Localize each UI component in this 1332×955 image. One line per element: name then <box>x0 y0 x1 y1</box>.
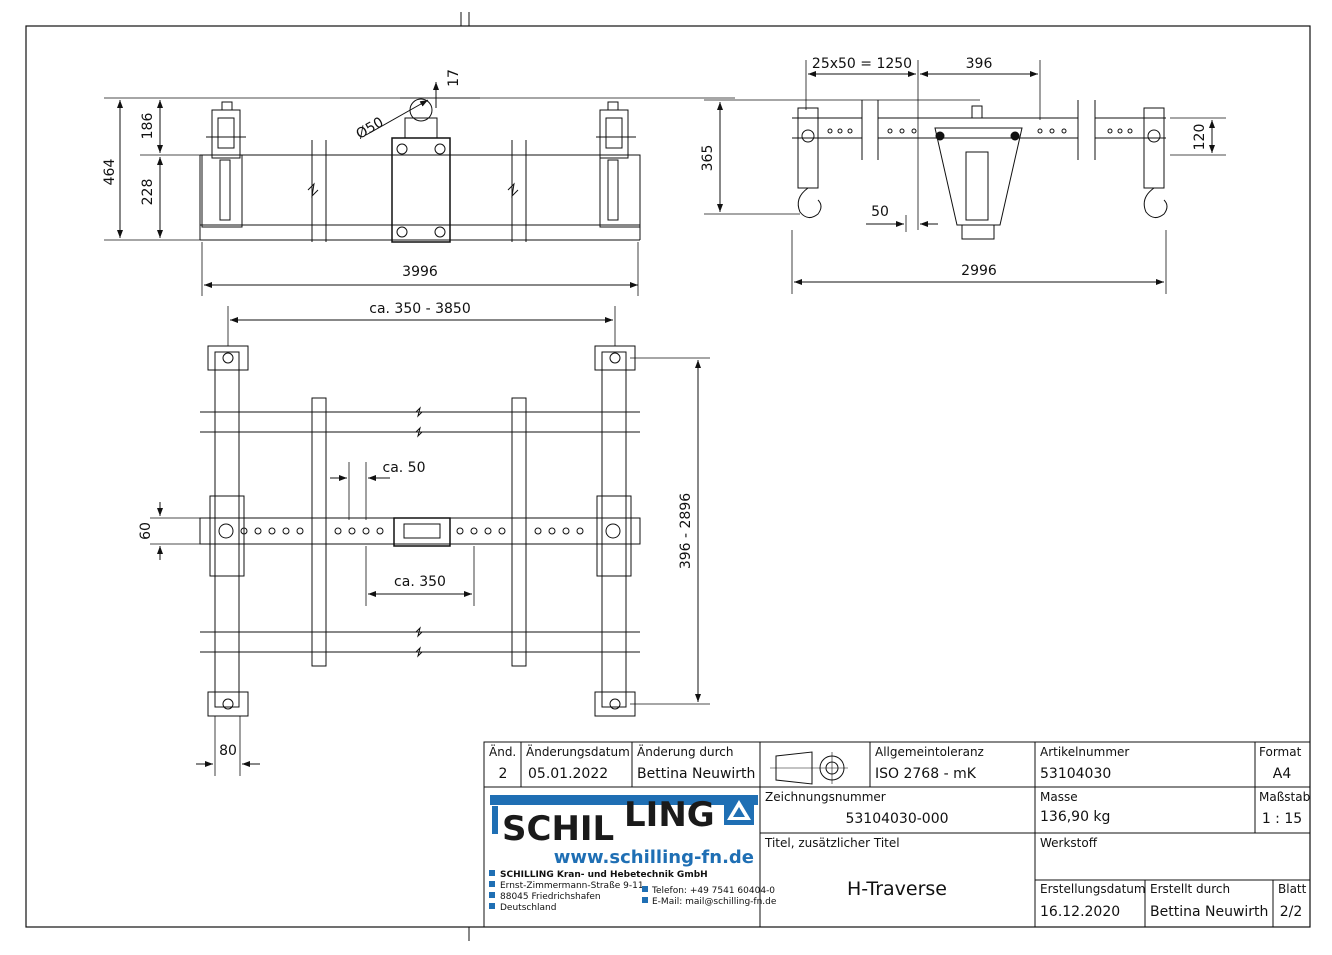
title-header: Titel, zusätzlicher Titel <box>764 836 900 850</box>
dim-vertical-range: 396 - 2896 <box>678 493 694 569</box>
author-header: Erstellt durch <box>1150 882 1230 896</box>
side-view-dimensions: 25x50 = 1250 396 365 120 50 2996 <box>700 56 1208 279</box>
dim-228: 228 <box>140 179 156 206</box>
tolerance-header: Allgemeintoleranz <box>875 745 984 759</box>
top-view-hole-row <box>240 527 584 535</box>
mass-value: 136,90 kg <box>1040 809 1110 825</box>
title-block-text: Änd. 2 Änderungsdatum 05.01.2022 Änderun… <box>489 744 1310 920</box>
author-value: Bettina Neuwirth <box>1150 904 1268 920</box>
dim-range: ca. 350 - 3850 <box>369 301 470 317</box>
dim-396: 396 <box>966 56 993 72</box>
created-date-header: Erstellungsdatum <box>1040 882 1146 896</box>
title-block <box>483 741 1311 928</box>
side-view-hole-row <box>827 128 1133 134</box>
drawing-frame <box>25 25 1311 928</box>
side-view <box>704 60 1226 294</box>
rev-header: Änd. <box>489 744 516 759</box>
company-address: SCHILLING Kran- und Hebetechnik GmbH Ern… <box>489 870 777 913</box>
dim-120: 120 <box>1192 124 1208 151</box>
article-header: Artikelnummer <box>1040 745 1129 759</box>
material-header: Werkstoff <box>1040 836 1098 850</box>
scale-header: Maßstab <box>1259 790 1310 804</box>
logo-text-b: LING <box>624 795 715 835</box>
sheet-value: 2/2 <box>1280 904 1303 920</box>
change-date-header: Änderungsdatum <box>526 744 630 759</box>
sheet-header: Blatt <box>1278 882 1307 896</box>
tolerance-value: ISO 2768 - mK <box>875 766 977 782</box>
article-value: 53104030 <box>1040 766 1111 782</box>
dim-365: 365 <box>700 145 716 172</box>
dim-80: 80 <box>219 743 237 759</box>
dim-186: 186 <box>140 113 156 140</box>
dim-60: 60 <box>138 522 154 540</box>
top-view-dimensions: ca. 350 - 3850 ca. 50 ca. 350 60 396 - 2… <box>138 301 694 759</box>
top-view <box>150 306 710 776</box>
created-date-value: 16.12.2020 <box>1040 904 1120 920</box>
company-url: www.schilling-fn.de <box>554 847 754 868</box>
dim-17: 17 <box>446 69 462 87</box>
company-country: Deutschland <box>500 903 556 913</box>
company-email: E-Mail: mail@schilling-fn.de <box>652 897 777 907</box>
drawing-number-header: Zeichnungsnummer <box>765 790 886 804</box>
scale-value: 1 : 15 <box>1262 811 1302 827</box>
dim-ca-50: ca. 50 <box>383 460 426 476</box>
company-name: SCHILLING Kran- und Hebetechnik GmbH <box>500 870 708 880</box>
drawing-number-value: 53104030-000 <box>845 811 948 827</box>
mass-header: Masse <box>1040 790 1078 804</box>
rev-value: 2 <box>499 766 508 782</box>
front-view <box>104 82 735 296</box>
company-city: 88045 Friedrichshafen <box>500 892 601 902</box>
company-phone: Telefon: +49 7541 60404-0 <box>651 886 775 896</box>
changed-by-value: Bettina Neuwirth <box>637 766 755 782</box>
dim-1250: 25x50 = 1250 <box>812 56 912 72</box>
dim-3996: 3996 <box>402 264 438 280</box>
changed-by-header: Änderung durch <box>637 744 734 759</box>
logo-text-a: SCHIL <box>502 809 614 849</box>
logo-bar <box>490 795 758 805</box>
dim-eye-diameter: Ø50 <box>354 114 387 142</box>
dim-50-side: 50 <box>871 204 889 220</box>
company-logo: SCHIL LING www.schilling-fn.de <box>490 795 758 868</box>
dim-ca-350: ca. 350 <box>394 574 446 590</box>
dim-464: 464 <box>102 159 118 186</box>
format-header: Format <box>1259 745 1302 759</box>
title-value: H-Traverse <box>847 878 947 900</box>
format-value: A4 <box>1273 766 1292 782</box>
dim-2996: 2996 <box>961 263 997 279</box>
front-view-dimensions: 464 186 228 3996 Ø50 17 <box>102 69 462 280</box>
company-street: Ernst-Zimmermann-Straße 9-11 <box>500 881 644 891</box>
change-date-value: 05.01.2022 <box>528 766 608 782</box>
